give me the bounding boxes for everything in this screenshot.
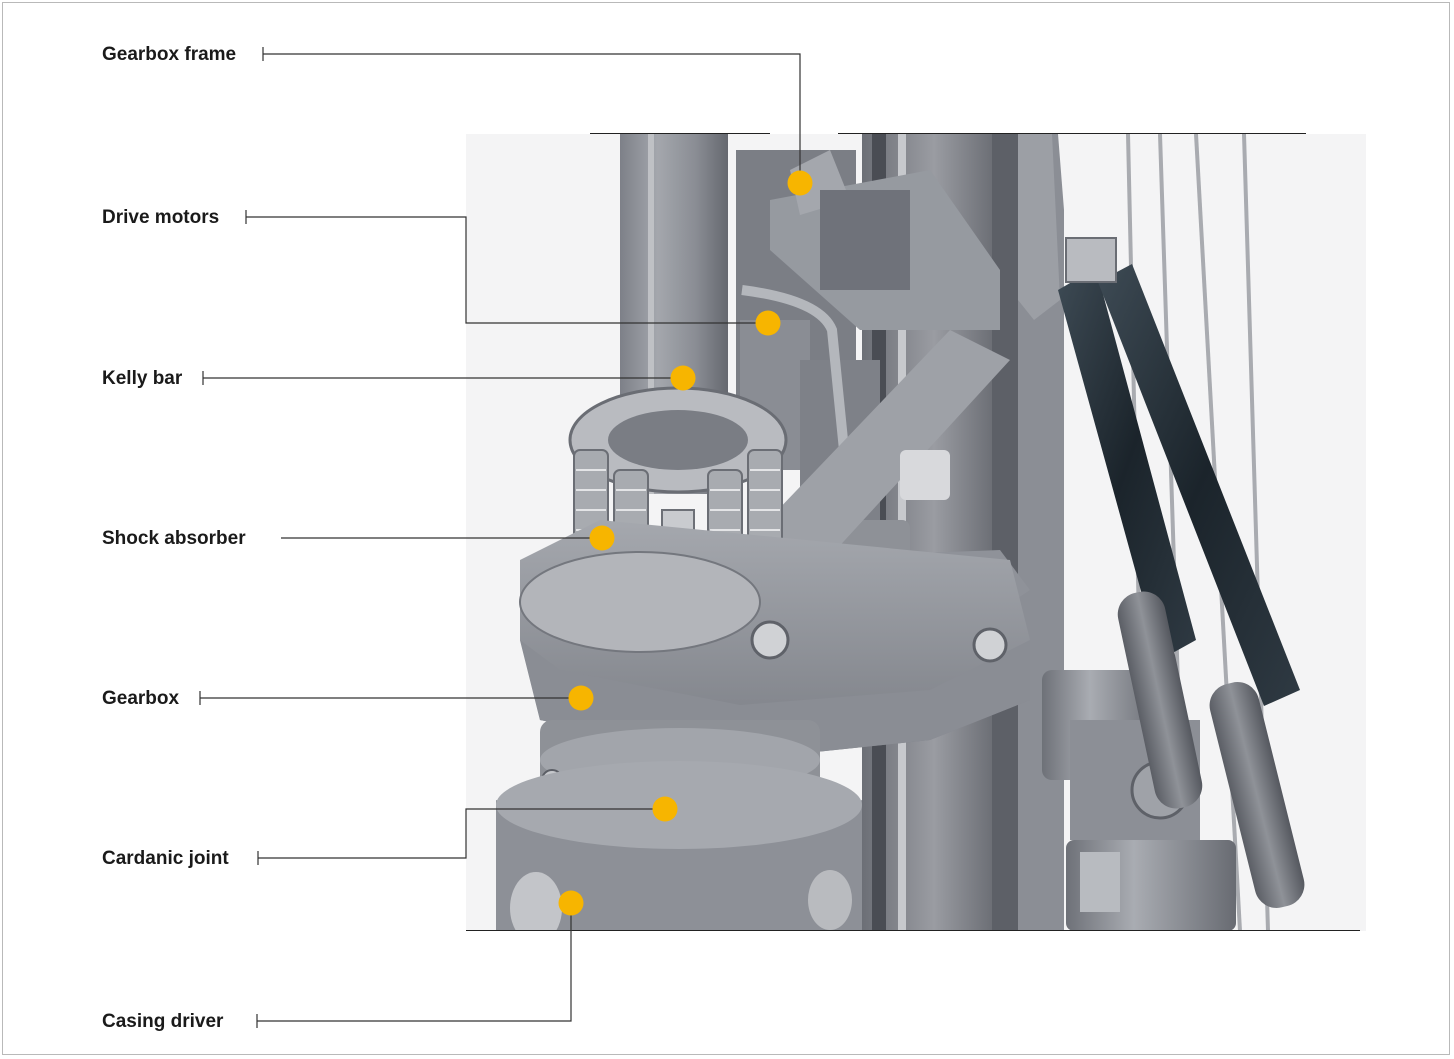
image-rules (466, 133, 1360, 931)
marker-gearbox-frame[interactable] (787, 170, 813, 196)
label-cardanic-joint: Cardanic joint (102, 848, 229, 869)
label-casing-driver: Casing driver (102, 1011, 224, 1032)
leader-casing-driver (256, 903, 572, 1028)
marker-kelly-bar[interactable] (670, 365, 696, 391)
label-shock-absorber: Shock absorber (102, 528, 246, 549)
marker-shock-absorber[interactable] (589, 525, 615, 551)
label-kelly-bar: Kelly bar (102, 368, 183, 389)
leader-drive-motors (245, 210, 768, 324)
leader-gearbox (199, 691, 581, 705)
marker-gearbox[interactable] (568, 685, 594, 711)
label-drive-motors: Drive motors (102, 207, 220, 228)
leader-gearbox-frame (262, 47, 801, 183)
marker-drive-motors[interactable] (755, 310, 781, 336)
drilling-rig-illustration (466, 134, 1366, 931)
label-gearbox-frame: Gearbox frame (102, 44, 237, 65)
marker-casing-driver[interactable] (558, 890, 584, 916)
leader-cardanic-joint (257, 808, 665, 865)
label-gearbox: Gearbox (102, 688, 180, 709)
marker-cardanic-joint[interactable] (652, 796, 678, 822)
leader-kelly-bar (202, 371, 683, 385)
